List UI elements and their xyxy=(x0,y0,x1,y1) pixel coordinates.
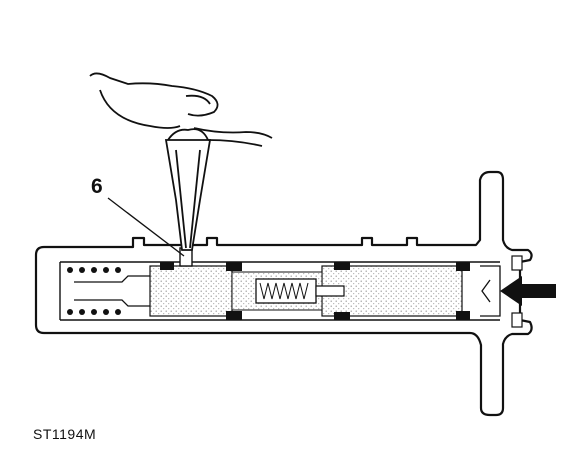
flange-clip-bottom xyxy=(511,312,523,328)
hand-icon xyxy=(89,72,273,147)
seals xyxy=(160,262,470,320)
spring-seat xyxy=(74,275,150,307)
arrow-left-icon xyxy=(500,276,556,306)
primary-piston xyxy=(149,265,233,317)
callout-label-6: 6 xyxy=(91,175,103,198)
flange-clip-top xyxy=(511,255,523,271)
callout-leader-line xyxy=(107,197,185,257)
stop-screw xyxy=(315,285,345,297)
return-spring xyxy=(67,267,121,315)
figure-reference-code: ST1194M xyxy=(33,426,97,442)
pliers-icon xyxy=(164,128,212,251)
inner-spring xyxy=(259,282,309,300)
